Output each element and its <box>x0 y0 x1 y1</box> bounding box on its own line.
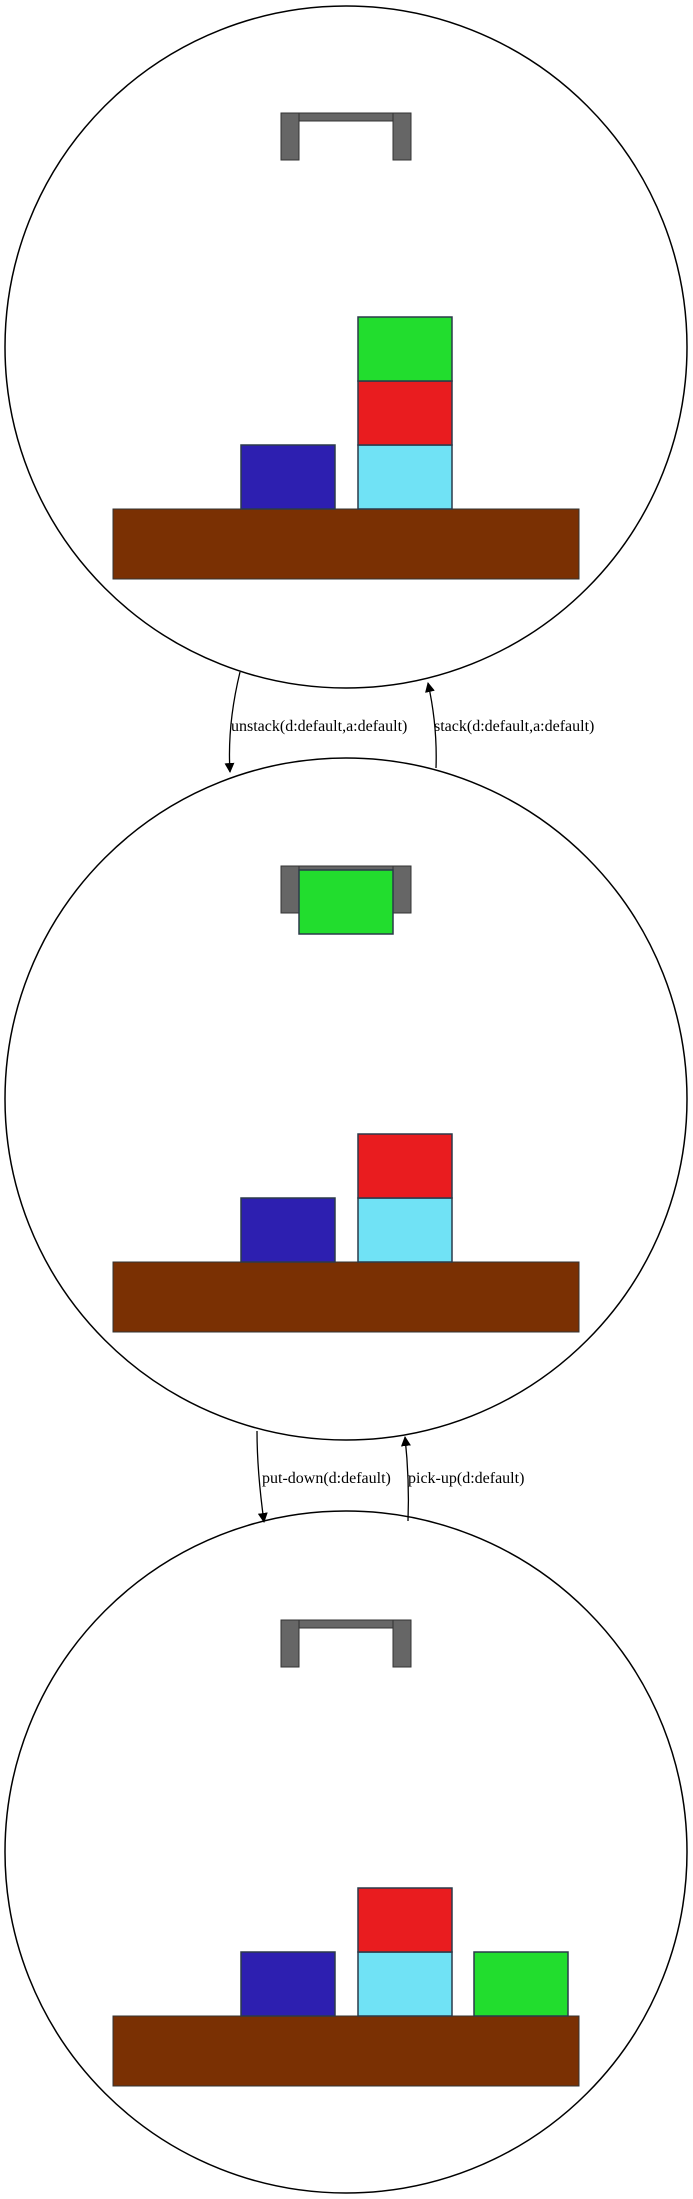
green-block-held <box>298 869 394 935</box>
cyan-block <box>357 444 453 510</box>
blue-block <box>240 444 336 510</box>
state-node-1 <box>4 5 688 689</box>
edge-put-down: put-down(d:default) <box>256 1430 391 1523</box>
edge-label-pick-up: pick-up(d:default) <box>408 1470 524 1487</box>
table <box>112 508 580 580</box>
green-block <box>357 316 453 382</box>
blue-block <box>240 1951 336 2017</box>
gripper-icon <box>280 112 412 161</box>
edge-stack: stack(d:default,a:default) <box>425 682 594 769</box>
edge-unstack: unstack(d:default,a:default) <box>224 671 407 773</box>
gripper-icon <box>280 1619 412 1668</box>
blue-block <box>240 1197 336 1263</box>
green-block <box>473 1951 569 2017</box>
table <box>112 1261 580 1333</box>
state-circle <box>4 1510 688 2194</box>
red-block <box>357 1133 453 1199</box>
red-block <box>357 380 453 446</box>
red-block <box>357 1887 453 1953</box>
edge-pick-up: pick-up(d:default) <box>400 1436 524 1522</box>
cyan-block <box>357 1951 453 2017</box>
state-node-2 <box>4 757 688 1441</box>
edge-label-stack: stack(d:default,a:default) <box>434 718 594 735</box>
edge-label-put-down: put-down(d:default) <box>262 1470 391 1487</box>
state-circle <box>4 757 688 1441</box>
cyan-block <box>357 1197 453 1263</box>
state-node-3 <box>4 1510 688 2194</box>
table <box>112 2015 580 2087</box>
state-circle <box>4 5 688 689</box>
edge-label-unstack: unstack(d:default,a:default) <box>231 718 407 735</box>
